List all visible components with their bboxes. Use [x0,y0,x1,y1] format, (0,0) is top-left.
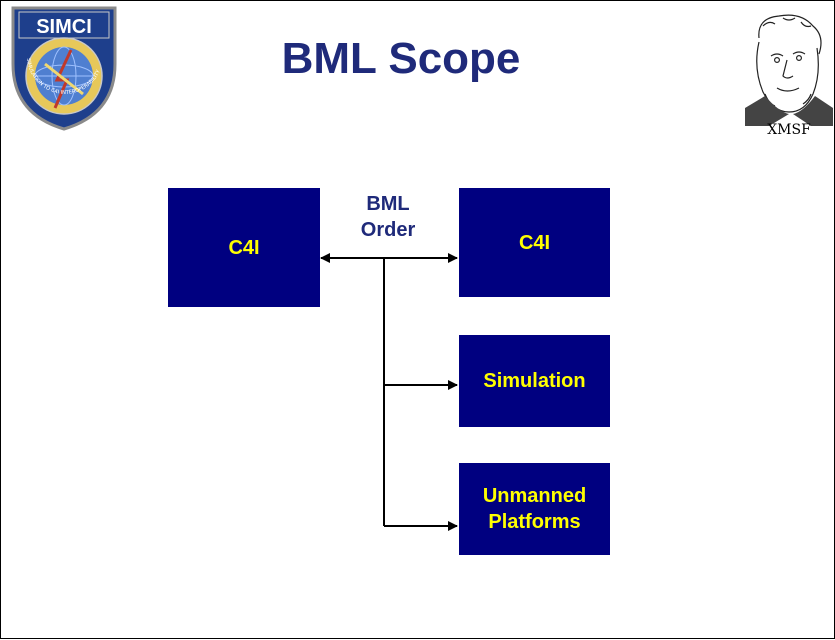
c4i-right-box: C4I [459,188,610,297]
xmsf-logo: XMSF [745,14,833,136]
unmanned-platforms-box: Unmanned Platforms [459,463,610,555]
simci-logo-title: SIMCI [36,16,92,38]
xmsf-logo-text: XMSF [767,122,811,136]
c4i-left-box: C4I [168,188,320,307]
c4i-right-label: C4I [518,231,551,254]
unmanned-platforms-label: Unmanned Platforms [482,485,587,533]
simulation-label: Simulation [483,370,586,392]
slide-title: BML Scope [281,34,521,83]
c4i-left-label: C4I [228,236,260,259]
bml-order-label: BML Order [360,193,416,241]
simulation-box: Simulation [459,335,610,427]
simci-logo: SIMCI SIMULATION TO C4I INTEROPERABILITY [11,6,117,131]
